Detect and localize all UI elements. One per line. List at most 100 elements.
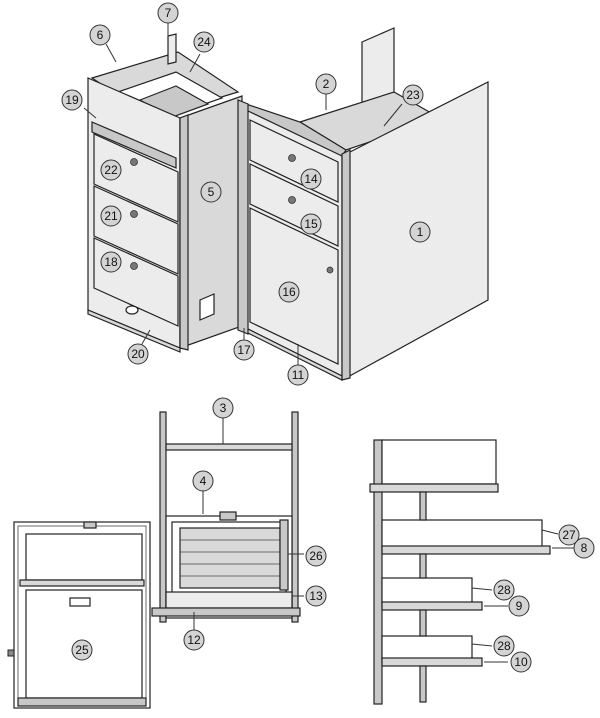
callout-16-label: 16 (282, 285, 296, 299)
callout-24: 24 (193, 31, 215, 53)
callout-24-label: 24 (197, 35, 211, 49)
leader-lines (83, 22, 574, 663)
front-side-pin (7, 649, 15, 657)
side-rail-9 (381, 601, 483, 611)
callout-13-label: 13 (309, 589, 323, 603)
callout-23: 23 (402, 84, 424, 106)
callout-15-label: 15 (304, 217, 318, 231)
section-drawer-box (179, 527, 281, 589)
callout-11-label: 11 (292, 368, 305, 382)
callout-6: 6 (89, 24, 111, 46)
section-tray-13 (165, 591, 293, 609)
knob-15 (288, 196, 296, 204)
callout-28-upper-label: 28 (497, 583, 511, 597)
side-drawer-28b (381, 635, 473, 661)
front-view (7, 521, 151, 709)
callout-26-label: 26 (309, 549, 323, 563)
callout-11: 11 (287, 364, 309, 386)
callout-21-label: 21 (104, 209, 118, 223)
callout-16: 16 (278, 281, 300, 303)
leader-27 (541, 529, 559, 535)
callout-25-label: 25 (75, 643, 89, 657)
callout-25: 25 (71, 639, 93, 661)
callout-27-label: 27 (562, 528, 576, 542)
side-rail-8 (381, 545, 551, 555)
leader-24 (189, 53, 201, 73)
callout-12-label: 12 (187, 633, 201, 647)
callout-21: 21 (100, 205, 122, 227)
callout-14: 14 (300, 168, 322, 190)
side-support-4 (419, 665, 427, 703)
side-support-3 (419, 609, 427, 637)
left-cabinet-edge (179, 114, 189, 351)
leader-23 (383, 103, 403, 127)
left-plinth (87, 309, 181, 353)
side-rail-10 (381, 657, 483, 667)
handle-bar (91, 121, 177, 169)
knob-18 (130, 262, 138, 270)
callout-23-label: 23 (406, 88, 420, 102)
callout-26: 26 (305, 545, 327, 567)
callout-14-label: 14 (304, 172, 318, 186)
callout-10-label: 10 (514, 655, 528, 669)
callout-7: 7 (157, 2, 179, 24)
callout-15: 15 (300, 213, 322, 235)
side-drawer-27 (381, 519, 543, 549)
callout-3-label: 3 (220, 401, 227, 415)
leader-19 (83, 107, 97, 119)
rear-post (167, 33, 177, 65)
callout-28-lower-label: 28 (497, 639, 511, 653)
side-upper-rail (369, 483, 499, 493)
callout-8: 8 (573, 537, 595, 559)
door-knob (326, 266, 334, 274)
right-cabinet-post (237, 99, 249, 335)
leader-28a (471, 587, 493, 591)
front-top-tab (83, 521, 97, 529)
section-slide-26 (279, 519, 289, 591)
callout-9: 9 (508, 595, 530, 617)
callout-20-label: 20 (131, 347, 145, 361)
front-divider (19, 579, 145, 587)
section-latch (219, 511, 237, 521)
callout-18: 18 (100, 251, 122, 273)
callout-1-label: 1 (417, 225, 424, 239)
front-top-compartment (25, 533, 143, 581)
callout-20: 20 (127, 343, 149, 365)
callout-13: 13 (305, 585, 327, 607)
right-cabinet (237, 27, 489, 381)
callout-6-label: 6 (97, 28, 104, 42)
front-base (17, 697, 147, 707)
section-left-post (159, 411, 167, 623)
callout-3: 3 (212, 397, 234, 419)
knob-14 (288, 154, 296, 162)
callout-7-label: 7 (165, 6, 172, 20)
callout-4-label: 4 (200, 474, 207, 488)
callout-17-label: 17 (237, 343, 251, 357)
side-section-wall (373, 439, 383, 705)
section-right-post (291, 411, 299, 623)
callout-28-upper: 28 (493, 579, 515, 601)
callout-18-label: 18 (104, 255, 118, 269)
callout-19-label: 19 (65, 93, 79, 107)
callout-1: 1 (409, 221, 431, 243)
callout-2-label: 2 (323, 77, 330, 91)
plinth-hole (125, 305, 139, 315)
side-support-2 (419, 553, 427, 579)
callout-28-lower: 28 (493, 635, 515, 657)
end-panel-edge (341, 149, 351, 381)
callout-5: 5 (200, 181, 222, 203)
section-top-rail (165, 443, 293, 451)
side-support-1 (419, 491, 427, 521)
knob-21 (130, 210, 138, 218)
leader-6 (105, 43, 117, 63)
drawer-22 (93, 133, 179, 223)
section-base-12 (151, 607, 301, 617)
front-door-pull (69, 597, 91, 607)
callout-8-label: 8 (581, 541, 588, 555)
callout-10: 10 (510, 651, 532, 673)
side-upper-cabinet (381, 439, 497, 485)
knob-22 (130, 158, 138, 166)
callout-17: 17 (233, 339, 255, 361)
